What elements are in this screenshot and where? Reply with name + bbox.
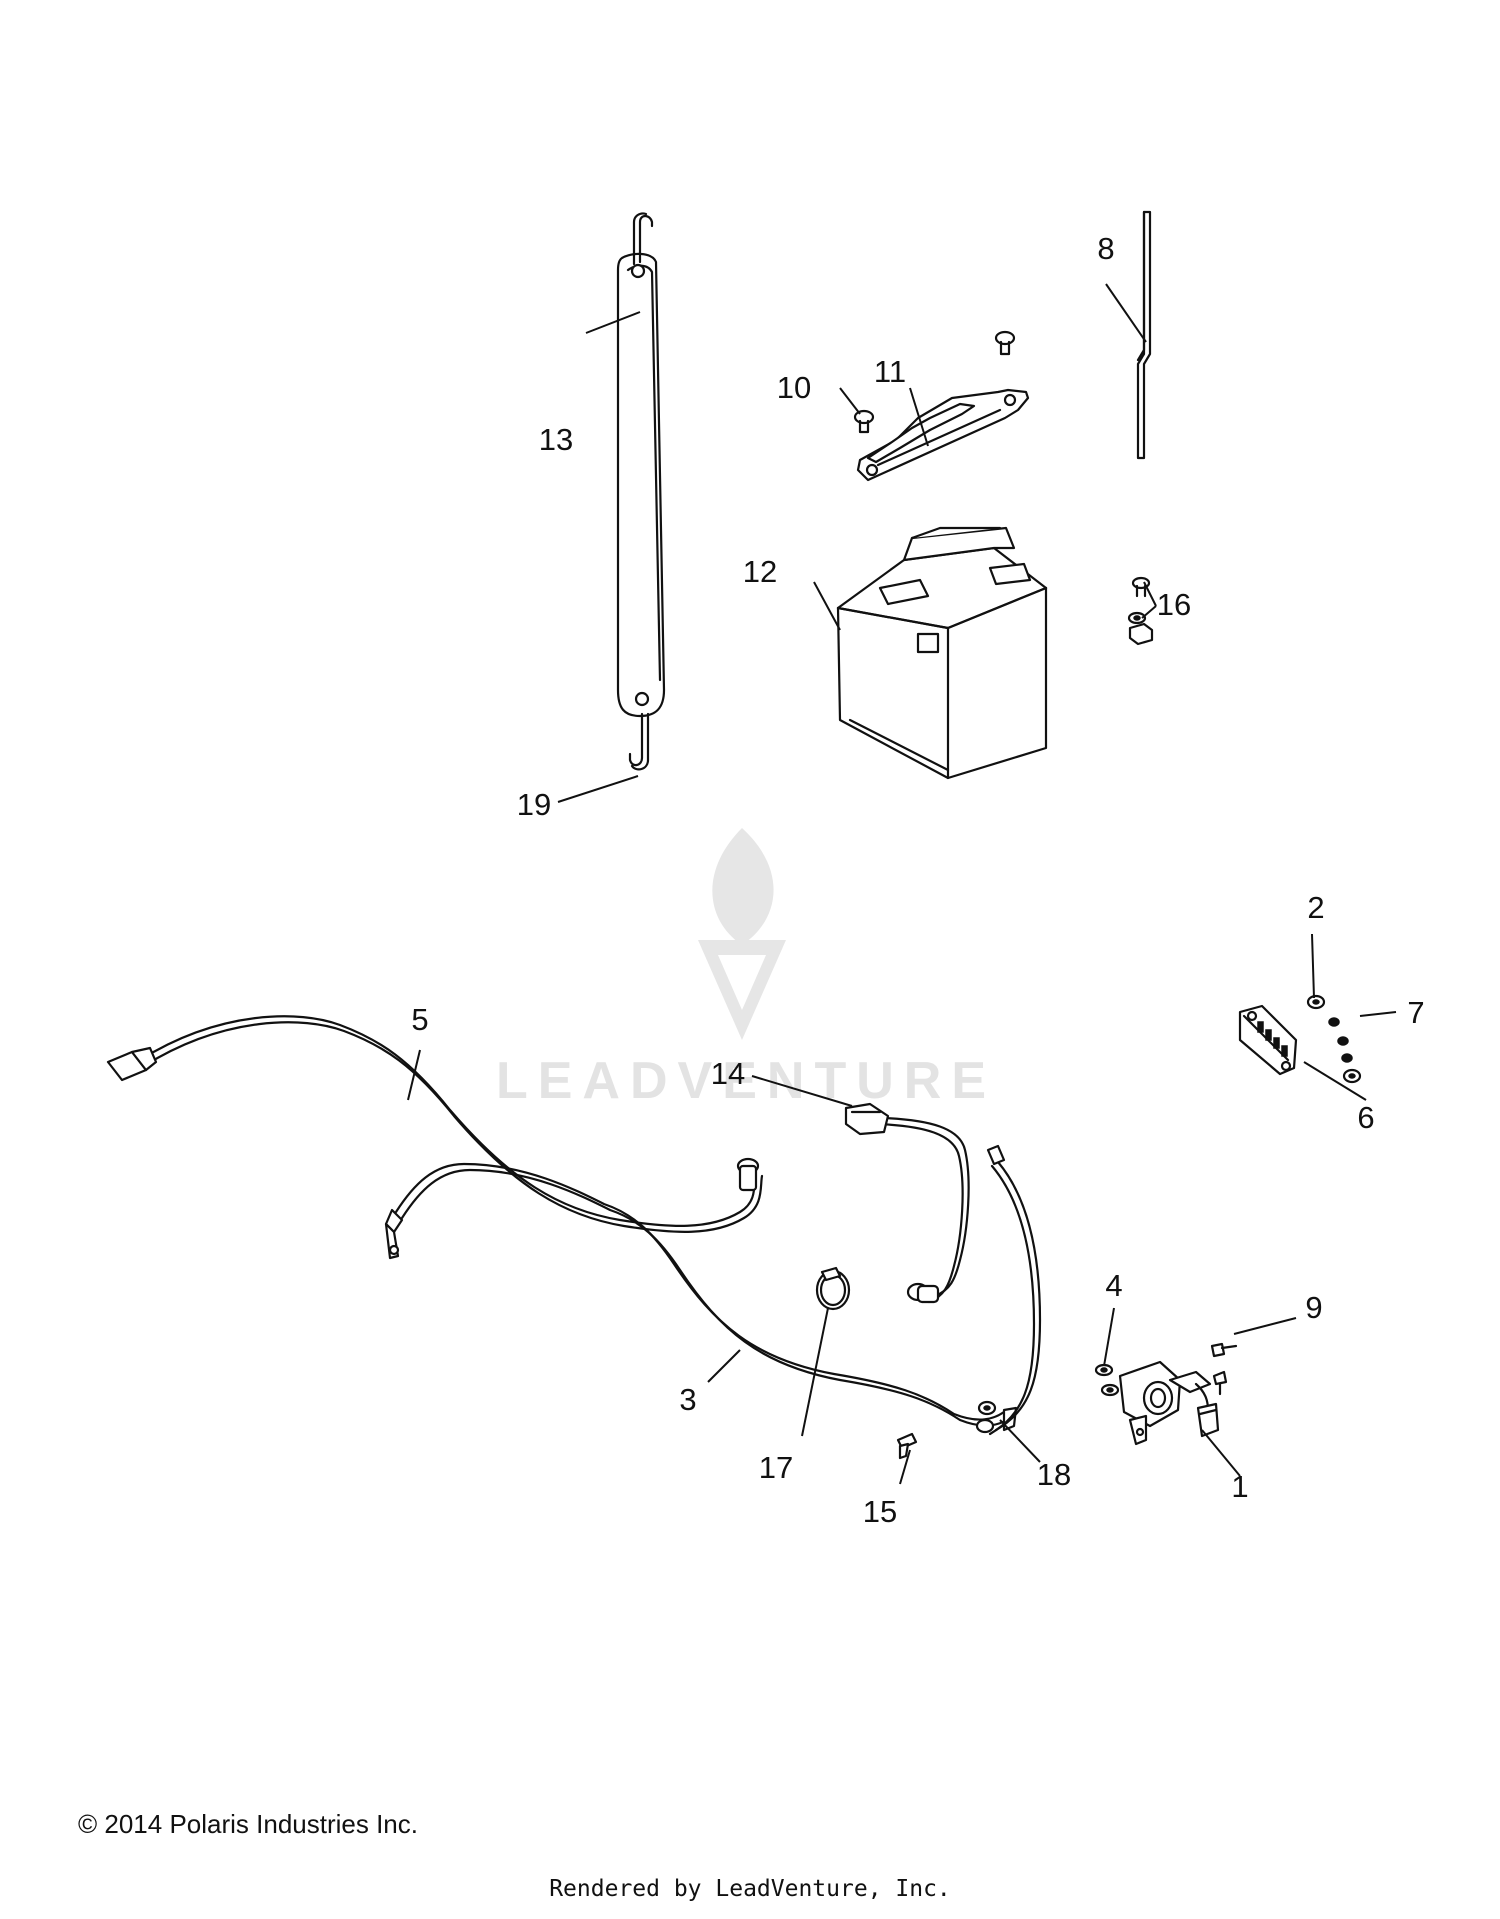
callout-numbers: 1 2 3 4 5 6 7 8 9 10 11 12 13 14 15 16 1…	[411, 231, 1424, 1529]
wire-harness	[106, 1015, 764, 1233]
callout-13: 13	[539, 422, 573, 457]
leadventure-watermark: LEADVENTURE	[496, 828, 996, 1110]
cable-clamp	[815, 1266, 851, 1311]
callout-15: 15	[863, 1494, 897, 1529]
watermark-text: LEADVENTURE	[496, 1052, 996, 1110]
washer-7a	[1328, 1017, 1340, 1027]
battery-strap	[616, 212, 666, 771]
callout-4: 4	[1105, 1268, 1122, 1303]
callout-19: 19	[517, 787, 551, 822]
callout-7: 7	[1407, 995, 1424, 1030]
callout-9: 9	[1305, 1290, 1322, 1325]
callout-16: 16	[1157, 587, 1191, 622]
callout-12: 12	[743, 554, 777, 589]
fastener-kit	[1127, 576, 1154, 646]
callout-2: 2	[1307, 890, 1324, 925]
screw-9b	[1212, 1370, 1228, 1396]
negative-cable	[975, 1144, 1042, 1436]
nut-7	[1341, 1053, 1362, 1084]
nut-4a	[1094, 1363, 1114, 1377]
terminal-block	[1238, 1004, 1298, 1076]
rendered-by-credit: Rendered by LeadVenture, Inc.	[549, 1876, 951, 1902]
positive-cable	[844, 1102, 970, 1304]
screw-10b	[994, 330, 1016, 356]
callout-14: 14	[711, 1056, 745, 1091]
callout-10: 10	[777, 370, 811, 405]
push-pin	[896, 1432, 918, 1460]
solenoid-switch	[1118, 1360, 1220, 1446]
rod	[1136, 210, 1152, 460]
callout-8: 8	[1097, 231, 1114, 266]
callout-6: 6	[1357, 1100, 1374, 1135]
terminal-nut	[977, 1400, 997, 1416]
callout-3: 3	[679, 1382, 696, 1417]
screw-10	[853, 409, 875, 434]
battery-bracket	[856, 388, 1030, 482]
washer-7b	[1337, 1036, 1349, 1046]
callout-18: 18	[1037, 1457, 1071, 1492]
callout-1: 1	[1231, 1469, 1248, 1504]
screw-9a	[1210, 1342, 1238, 1358]
callout-17: 17	[759, 1450, 793, 1485]
callout-11: 11	[874, 354, 906, 389]
copyright-notice: © 2014 Polaris Industries Inc.	[78, 1809, 418, 1839]
leader-lines	[407, 283, 1397, 1485]
nut-2	[1306, 994, 1326, 1010]
callout-5: 5	[411, 1002, 428, 1037]
battery	[836, 526, 1048, 780]
nut-4b	[1100, 1383, 1120, 1397]
